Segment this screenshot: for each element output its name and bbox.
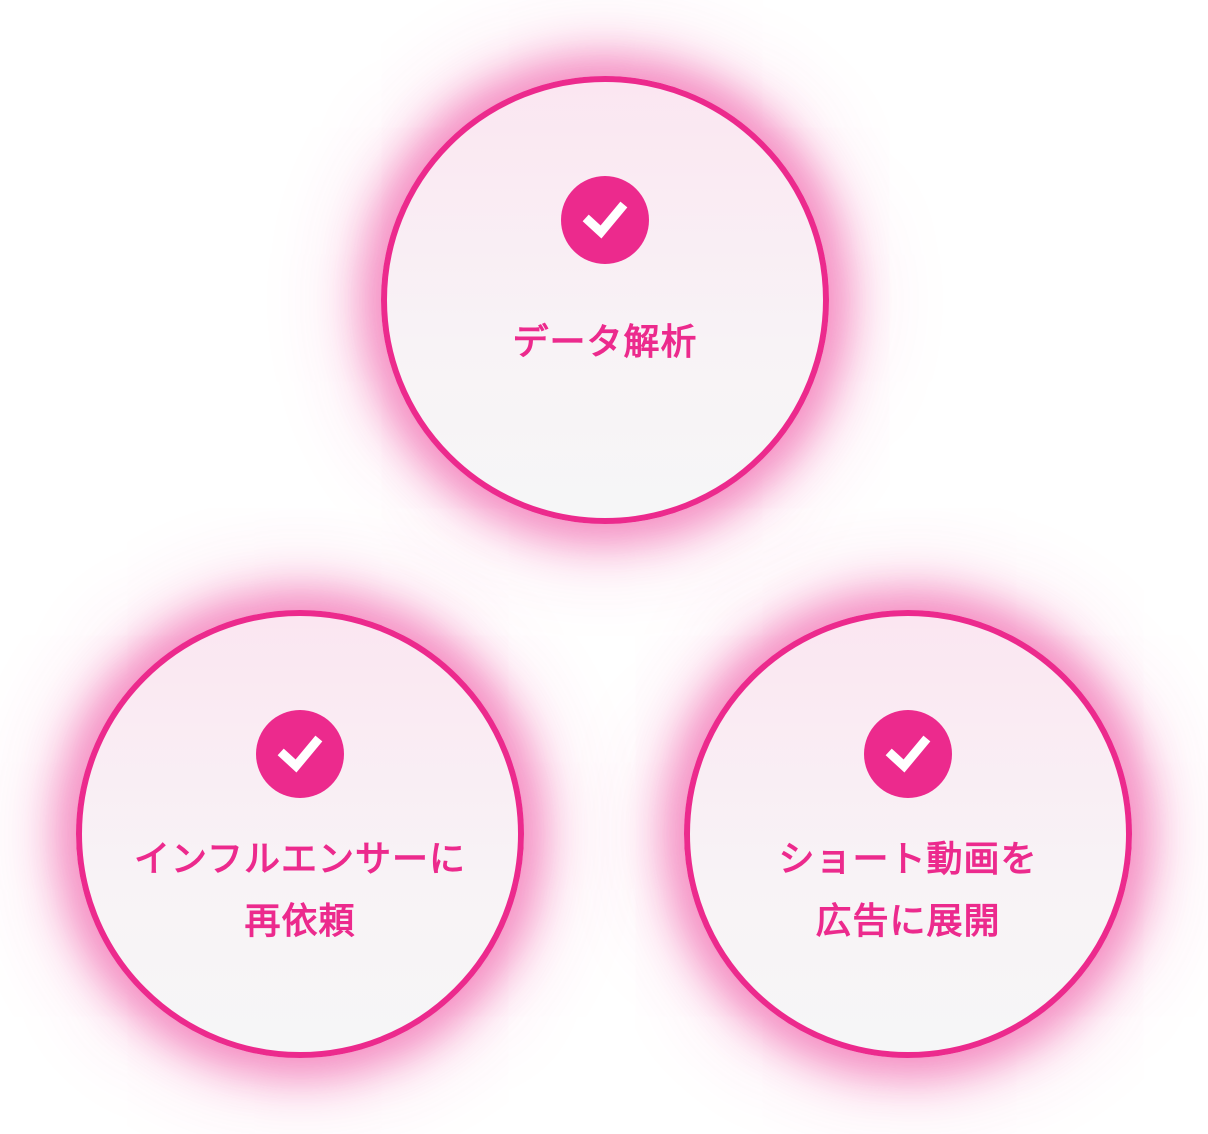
step-circle-influencer-rerequest: インフルエンサーに 再依頼 <box>76 610 524 1058</box>
step-label-line: ショート動画を <box>778 839 1038 880</box>
step-label-line: インフルエンサーに <box>134 839 466 880</box>
step-circle-short-video-ads: ショート動画を 広告に展開 <box>684 610 1132 1058</box>
step-circle-data-analysis: データ解析 <box>381 76 829 524</box>
step-label-line: 広告に展開 <box>815 901 1001 942</box>
step-label: インフルエンサーに 再依頼 <box>82 829 518 953</box>
step-label-line: データ解析 <box>512 322 698 363</box>
check-circle-icon <box>864 710 952 798</box>
step-label-line: 再依頼 <box>244 901 356 942</box>
step-label: ショート動画を 広告に展開 <box>690 829 1126 953</box>
step-label: データ解析 <box>387 312 823 374</box>
check-circle-icon <box>561 176 649 264</box>
check-circle-icon <box>256 710 344 798</box>
